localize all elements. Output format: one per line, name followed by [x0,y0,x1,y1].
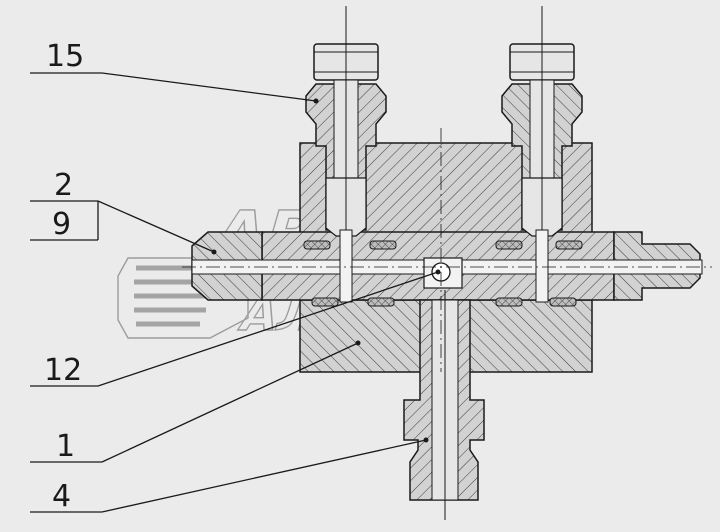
callout-label-15: 15 [46,39,84,74]
check-valve [423,257,463,289]
callout-label-1: 1 [56,429,75,464]
callout-label-9: 9 [52,207,71,242]
upper-fitting-left [305,6,387,300]
callout-12 [30,269,441,387]
upper-fitting-right [501,6,583,300]
lower-fitting [403,290,485,520]
callout-4 [30,437,429,513]
callout-1 [30,340,361,463]
o-ring-seals [303,240,583,307]
callout-label-4: 4 [52,479,71,514]
callout-label-12: 12 [44,353,82,388]
callout-15 [30,72,319,104]
callout-2-9 [30,200,217,255]
callout-label-2: 2 [54,168,73,203]
